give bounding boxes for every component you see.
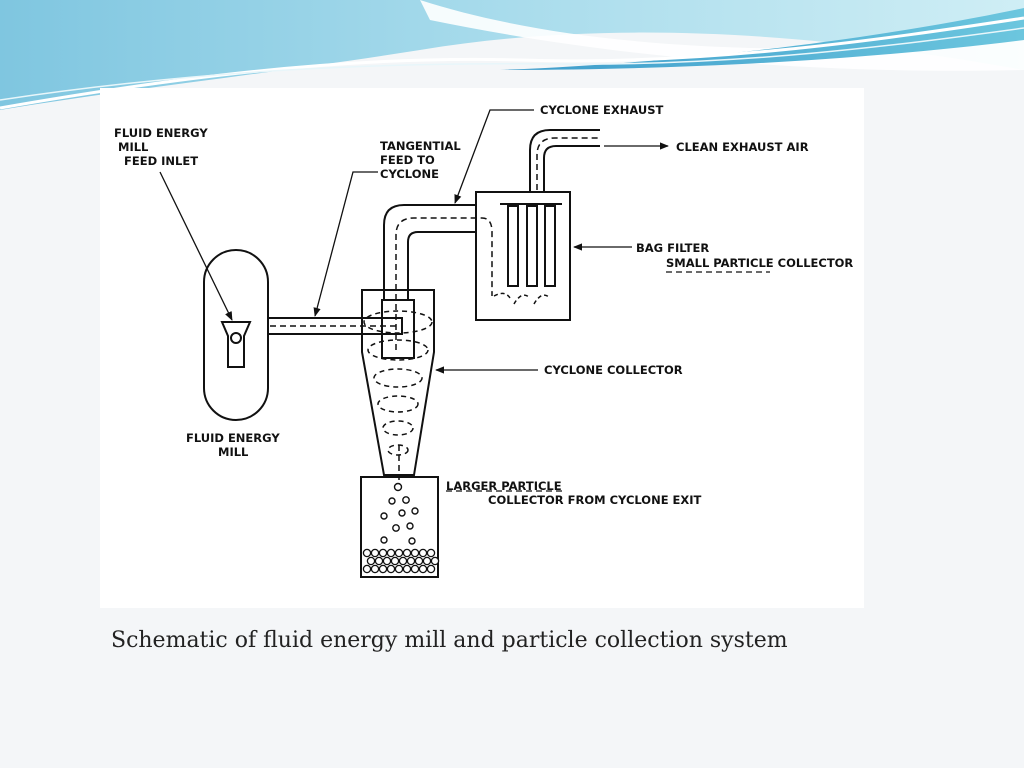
particle-bed-grain <box>366 556 376 566</box>
particle <box>388 497 396 505</box>
particle-bed-grain <box>402 548 412 558</box>
fluid-energy-mill-shape <box>203 249 269 421</box>
diagram-panel: FLUID ENERGY MILL FEED INLET TANGENTIAL … <box>100 88 864 608</box>
label-clean-exhaust-air: CLEAN EXHAUST AIR <box>676 140 809 154</box>
pointer-feed-inlet <box>159 171 233 321</box>
particle-bed-grain <box>414 556 424 566</box>
particle-bed-grain <box>370 564 380 574</box>
particles-group <box>380 482 419 545</box>
feed-pipe-shape <box>268 317 403 335</box>
particle-bed-grain <box>398 556 408 566</box>
label-collector-from-cyclone-exit: COLLECTOR FROM CYCLONE EXIT <box>488 493 702 507</box>
label-fluid-energy-mill: FLUID ENERGY MILL <box>186 431 284 459</box>
exhaust-duct-outer <box>383 204 476 300</box>
cyclone-vortex <box>363 310 433 456</box>
particle <box>406 522 414 530</box>
particle-bed-grain <box>406 556 416 566</box>
outlet-pipe-inner <box>543 145 600 192</box>
particle-bed <box>362 548 440 574</box>
particle-bed-grain <box>426 548 436 558</box>
flow-in-outlet-pipe <box>536 137 598 190</box>
bag-flow-arc-2 <box>513 294 531 305</box>
particle-bed-grain <box>418 548 428 558</box>
vortex-finder-shape <box>381 299 415 359</box>
vortex-loop-2 <box>367 339 429 361</box>
particle-bed-grain <box>382 556 392 566</box>
filter-bag-2 <box>526 205 538 287</box>
filter-bag-1 <box>507 205 519 287</box>
bag-flow-arc-3 <box>533 294 551 305</box>
vortex-loop-3 <box>373 368 423 388</box>
particle <box>380 536 388 544</box>
outlet-pipe-outer <box>529 129 600 192</box>
particle-bed-grain <box>410 564 420 574</box>
figure-caption: Schematic of fluid energy mill and parti… <box>111 628 788 653</box>
label-cyclone-collector: CYCLONE COLLECTOR <box>544 363 683 377</box>
particle-bed-grain <box>386 548 396 558</box>
vortex-loop-5 <box>382 420 414 436</box>
label-small-particle-collector: SMALL PARTICLE COLLECTOR <box>666 256 853 270</box>
particle-bed-grain <box>394 548 404 558</box>
banner-thin-line <box>0 27 1024 101</box>
particle-bed-grain <box>410 548 420 558</box>
particle-bed-grain <box>426 564 436 574</box>
particle-bed-grain <box>362 548 372 558</box>
fluid-energy-mill-schematic: FLUID ENERGY MILL FEED INLET TANGENTIAL … <box>114 103 853 578</box>
particle-bed-grain <box>390 556 400 566</box>
bag-filter-flow <box>493 292 551 305</box>
pointer-cyclone-exhaust <box>454 109 534 204</box>
feed-hopper-port <box>230 332 242 344</box>
label-cyclone-exhaust: CYCLONE EXHAUST <box>540 103 663 117</box>
particle-bed-grain <box>402 564 412 574</box>
pointer-tangential-feed <box>313 171 378 317</box>
vortex-loop-4 <box>377 395 419 413</box>
flow-up-cyclone-exhaust <box>395 217 493 350</box>
particle-bed-grain <box>430 556 440 566</box>
particle-bed-grain <box>386 564 396 574</box>
particle-bed-grain <box>374 556 384 566</box>
cyclone-body-shape <box>361 289 435 476</box>
particle <box>398 509 406 517</box>
bag-flow-arc-1 <box>493 292 511 299</box>
banner-background <box>0 0 1024 110</box>
vortex-loop-6 <box>387 444 409 456</box>
particle-bed-grain <box>418 564 428 574</box>
particle-bed-grain <box>378 564 388 574</box>
header-wave-banner <box>0 0 1024 110</box>
particle <box>393 482 403 492</box>
label-feed-inlet: FLUID ENERGY MILL FEED INLET <box>114 126 212 168</box>
bag-filter-housing <box>475 191 571 321</box>
particle <box>408 537 416 545</box>
particle <box>380 512 388 520</box>
banner-white-line <box>0 16 1024 110</box>
vortex-loop-1 <box>363 310 433 334</box>
exhaust-duct-inner <box>407 231 476 300</box>
particle-bed-grain <box>370 548 380 558</box>
feed-hopper-shape <box>220 321 252 368</box>
label-bag-filter: BAG FILTER <box>636 241 709 255</box>
particle <box>402 496 410 504</box>
particle-bed-grain <box>394 564 404 574</box>
label-larger-particle: LARGER PARTICLE <box>446 479 562 493</box>
particle-bed-grain <box>362 564 372 574</box>
particle <box>411 507 419 515</box>
particle <box>392 524 400 532</box>
particle-bed-grain <box>378 548 388 558</box>
label-tangential-feed: TANGENTIAL FEED TO CYCLONE <box>380 139 465 181</box>
particle-bed-grain <box>422 556 432 566</box>
filter-bag-3 <box>544 205 556 287</box>
